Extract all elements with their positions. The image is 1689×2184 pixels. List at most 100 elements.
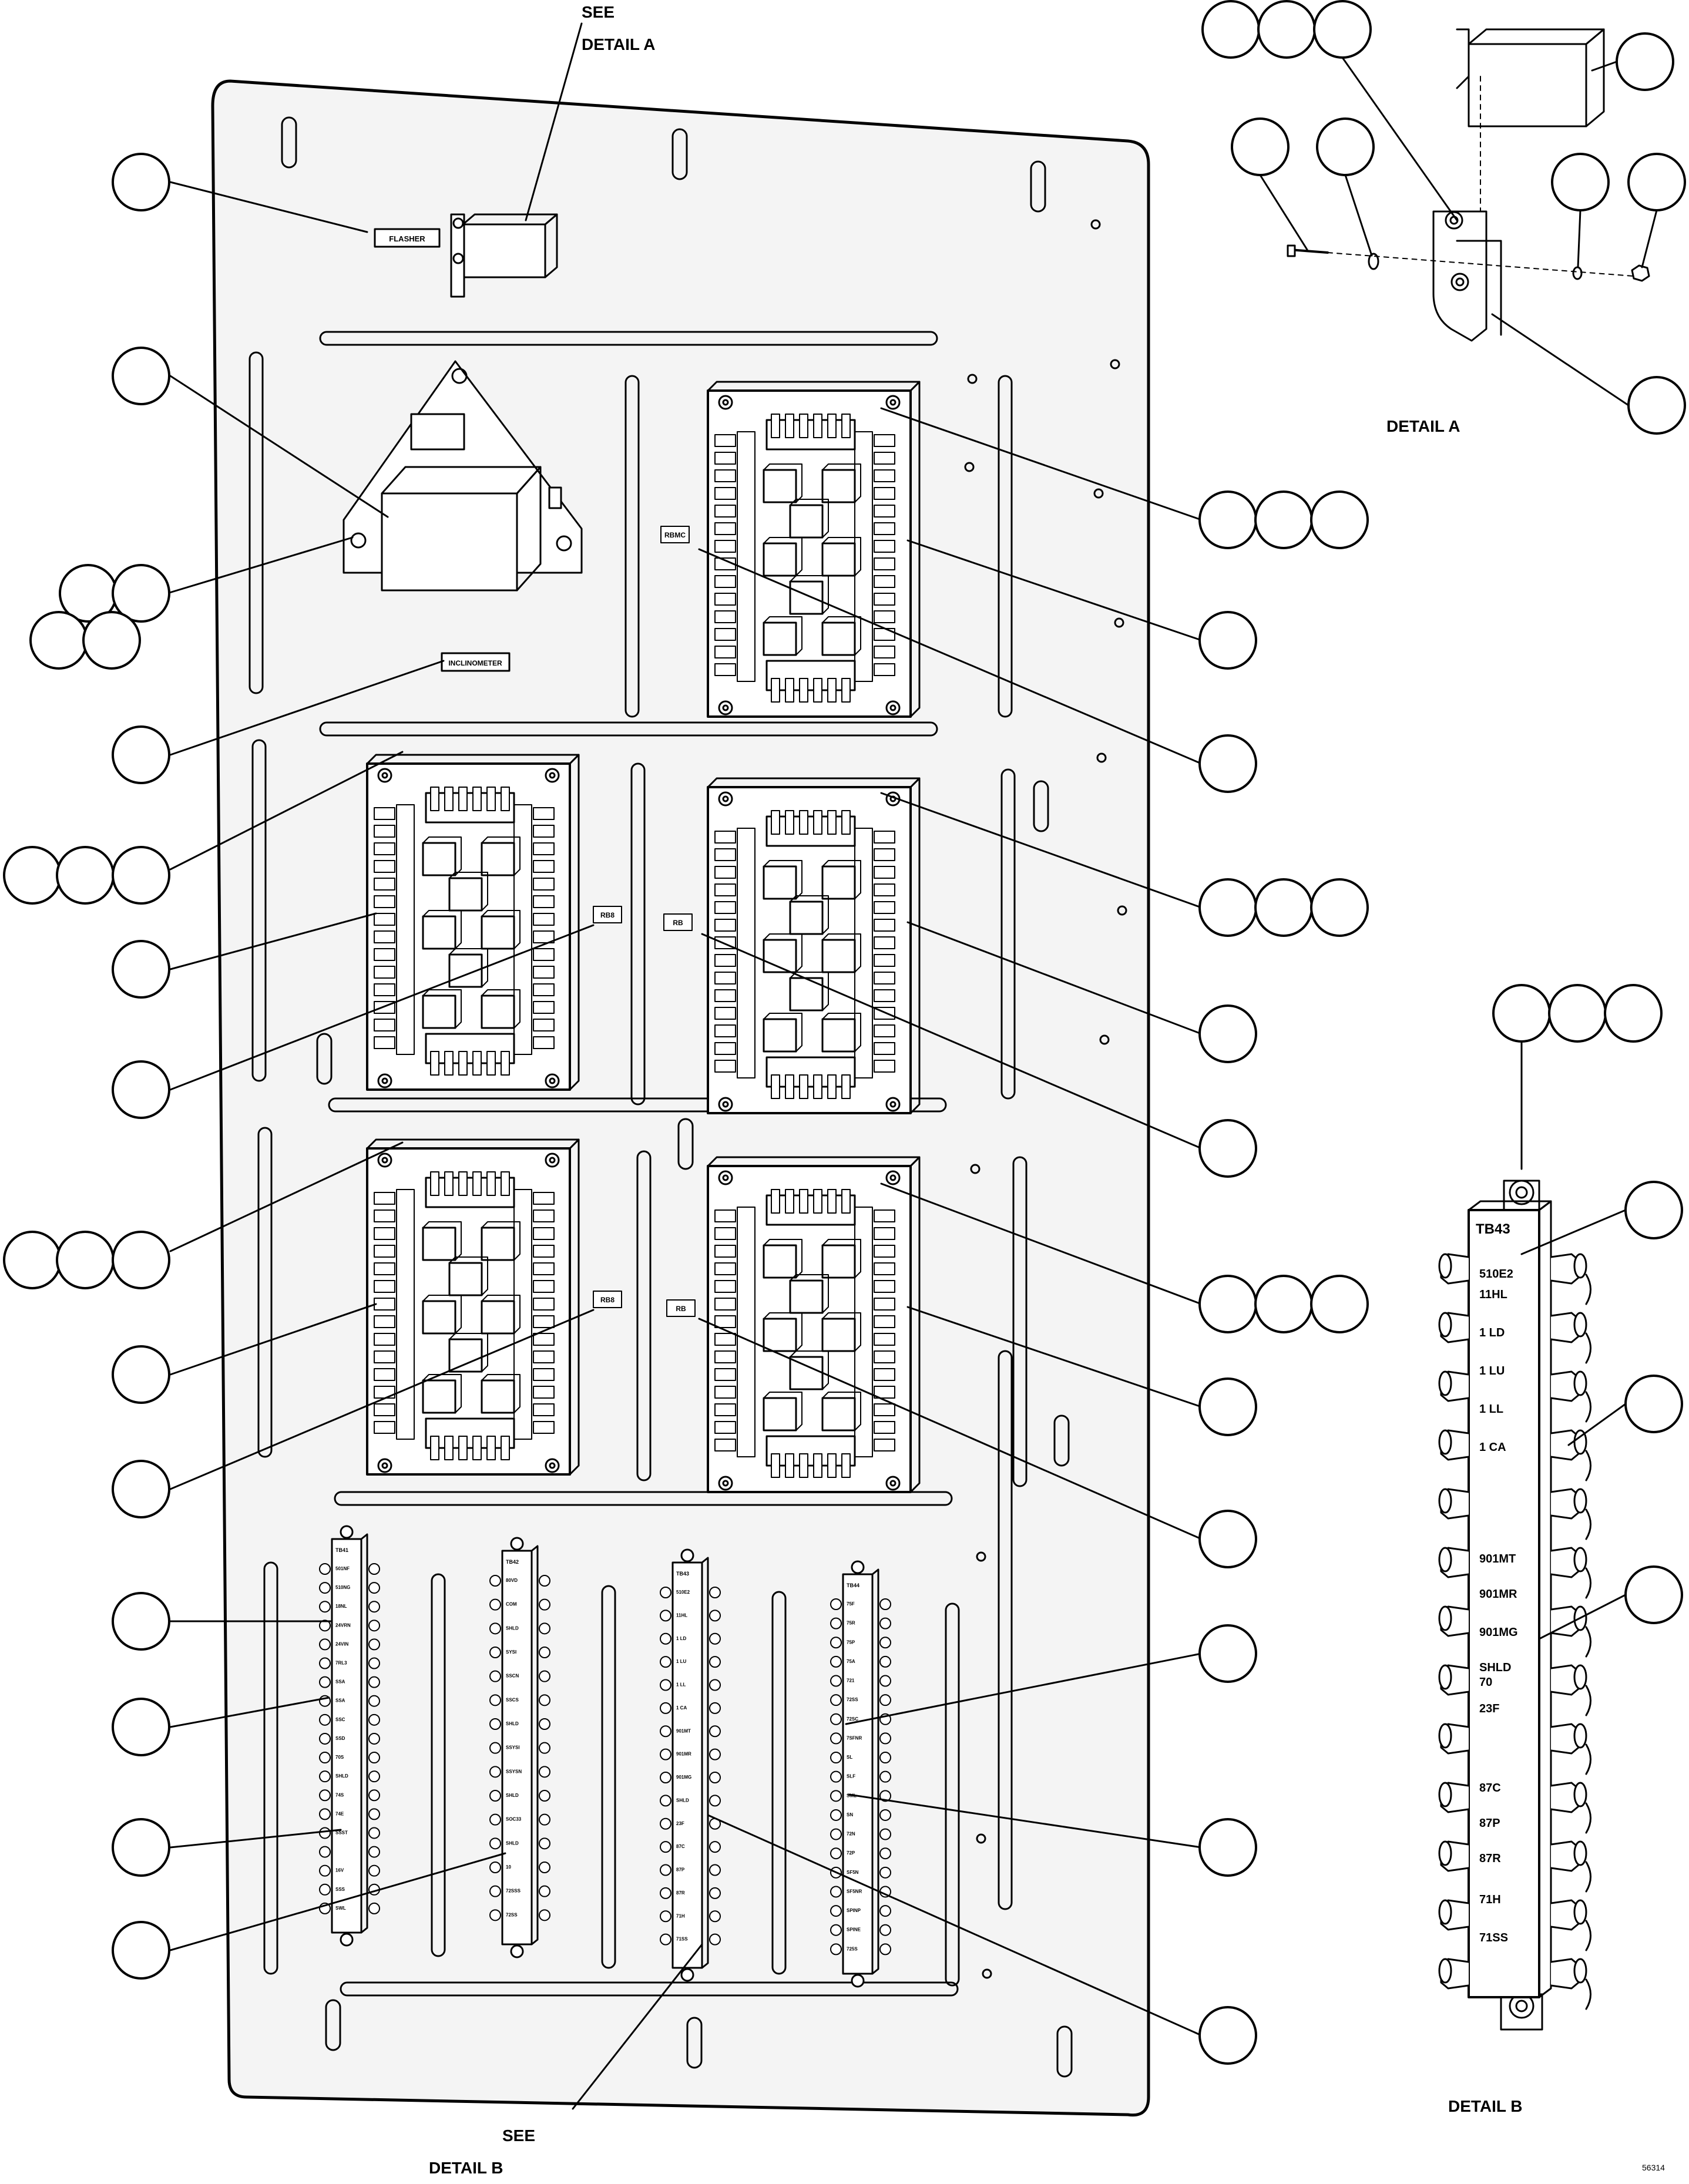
terminal-label: 901MT (676, 1728, 691, 1733)
terminal-label: 7SFNR (847, 1735, 862, 1741)
terminal-strip-tb42: TB4280VDCOMSHLDSYSISSCNSSCSSHLDSSYSISSYS… (489, 1537, 550, 1958)
terminal-label: 24VIN (335, 1641, 348, 1647)
relay-board (366, 1138, 580, 1476)
terminal-label: SSST (335, 1830, 348, 1835)
terminal-label: SSA (335, 1698, 345, 1703)
terminal-label: 87R (676, 1890, 685, 1896)
detail-b-terminal-label: 1 CA (1479, 1441, 1506, 1454)
terminal-label: 71SS (676, 1937, 688, 1942)
detail-b-terminal-screw (1438, 1312, 1591, 1364)
inclinometer-assembly (342, 360, 583, 592)
detail-a-exploded-view (1201, 0, 1686, 435)
terminal-label: SSC (335, 1717, 345, 1722)
terminal-label: SF5NR (847, 1889, 862, 1894)
terminal-label: SPINP (847, 1908, 861, 1913)
terminal-label: 510NG (335, 1585, 350, 1590)
terminal-label: 11HL (676, 1612, 687, 1618)
terminal-label: 1 LD (676, 1636, 687, 1641)
detail-b-terminal-screw (1438, 1370, 1591, 1423)
flasher-label: FLASHER (374, 228, 441, 248)
detail-b-terminal-screw (1438, 1429, 1591, 1481)
terminal-label: 74S (335, 1792, 344, 1797)
terminal-label: 74E (335, 1811, 344, 1816)
terminal-strip-id: TB41 (335, 1547, 348, 1553)
terminal-label: 7RL3 (335, 1661, 347, 1666)
terminal-label: SL (847, 1755, 852, 1760)
terminal-strip-id: TB42 (506, 1559, 519, 1565)
terminal-label: SPINE (847, 1927, 861, 1933)
relay-board-label-text: RB8 (600, 911, 615, 919)
detail-b-terminal-label: 87C (1479, 1782, 1501, 1795)
terminal-label: 901MG (676, 1775, 691, 1780)
detail-b-terminal-label: 87P (1479, 1817, 1500, 1830)
terminal-label: SWL (335, 1906, 346, 1911)
terminal-label: SYSI (506, 1649, 516, 1655)
flasher-label-text: FLASHER (389, 234, 425, 243)
terminal-label: 75R (847, 1621, 855, 1626)
terminal-label: SF5N (847, 1870, 859, 1875)
relay-board-label-text: RB (676, 1305, 686, 1313)
detail-b-terminal-label: 901MG (1479, 1626, 1518, 1639)
see-detail-b-line2: DETAIL B (429, 2159, 503, 2177)
terminal-label: SSCS (506, 1697, 519, 1702)
see-detail-a-line1: SEE (582, 3, 615, 21)
terminal-label: SOC33 (506, 1817, 522, 1822)
terminal-label: 70S (335, 1755, 344, 1760)
detail-b-terminal-label: 71SS (1479, 1931, 1508, 1944)
terminal-label: SHLD (335, 1773, 348, 1779)
relay-board (707, 381, 921, 718)
terminal-label: 75F (847, 1601, 855, 1607)
detail-b-terminal-label: SHLD (1479, 1661, 1511, 1674)
terminal-label: 1 CA (676, 1705, 687, 1711)
terminal-label: SHLD (506, 1625, 519, 1631)
terminal-label: 1 LU (676, 1659, 687, 1664)
inclinometer-label: INCLINOMETER (441, 652, 511, 672)
terminal-label: 16V (335, 1868, 344, 1873)
relay-board-label: RB8 (593, 906, 622, 923)
detail-b-block-id: TB43 (1476, 1221, 1510, 1237)
detail-b-terminal-label: 11HL (1479, 1288, 1507, 1301)
terminal-label: SHLD (506, 1721, 519, 1726)
relay-board-label-text: RBMC (664, 531, 686, 539)
terminal-label: SSYSN (506, 1769, 522, 1774)
terminal-label: 10 (506, 1864, 511, 1870)
detail-b-terminal-screw (1438, 1547, 1591, 1599)
detail-b-terminal-label: 1 LD (1479, 1326, 1505, 1339)
terminal-label: 23F (676, 1821, 684, 1826)
leader-lines (166, 22, 1203, 2110)
terminal-label: SHLD (676, 1797, 689, 1803)
detail-b-terminal-screw (1438, 1782, 1591, 1834)
terminal-label: 901MR (676, 1752, 691, 1757)
terminal-label: 72SS (506, 1912, 518, 1917)
relay-board-label: RB (666, 1299, 696, 1317)
terminal-label: 80VD (506, 1578, 518, 1583)
detail-b-terminal-label: 70 (1479, 1676, 1492, 1689)
detail-b-terminal-label: 901MR (1479, 1588, 1517, 1601)
terminal-label: 501NF (335, 1566, 350, 1571)
terminal-label: SSA (335, 1679, 345, 1685)
terminal-label: SN (847, 1812, 853, 1817)
detail-b-terminal-label: 901MT (1479, 1553, 1516, 1565)
see-detail-a-line2: DETAIL A (582, 35, 655, 53)
terminal-label: 87C (676, 1844, 685, 1849)
relay-board-label: RB8 (593, 1291, 622, 1308)
terminal-label: SLF (847, 1774, 855, 1779)
terminal-label: 1 LL (676, 1682, 686, 1688)
detail-b-terminal-label: 510E2 (1479, 1268, 1513, 1281)
detail-b-terminal-screw (1438, 1253, 1591, 1305)
terminal-label: 72N (847, 1832, 855, 1837)
relay-board-label-text: RB8 (600, 1296, 615, 1304)
detail-b-title: DETAIL B (1448, 2097, 1523, 2115)
terminal-label: 72SSS (506, 1889, 521, 1894)
detail-b-terminal-label: 1 LL (1479, 1403, 1503, 1416)
detail-b-terminal-label: 23F (1479, 1702, 1499, 1715)
detail-b-terminal-screw (1438, 1899, 1591, 1951)
relay-board (707, 777, 921, 1114)
terminal-label: 87P (676, 1867, 685, 1873)
terminal-label: SHLD (506, 1840, 519, 1846)
relay-board-label: RB (663, 913, 693, 931)
